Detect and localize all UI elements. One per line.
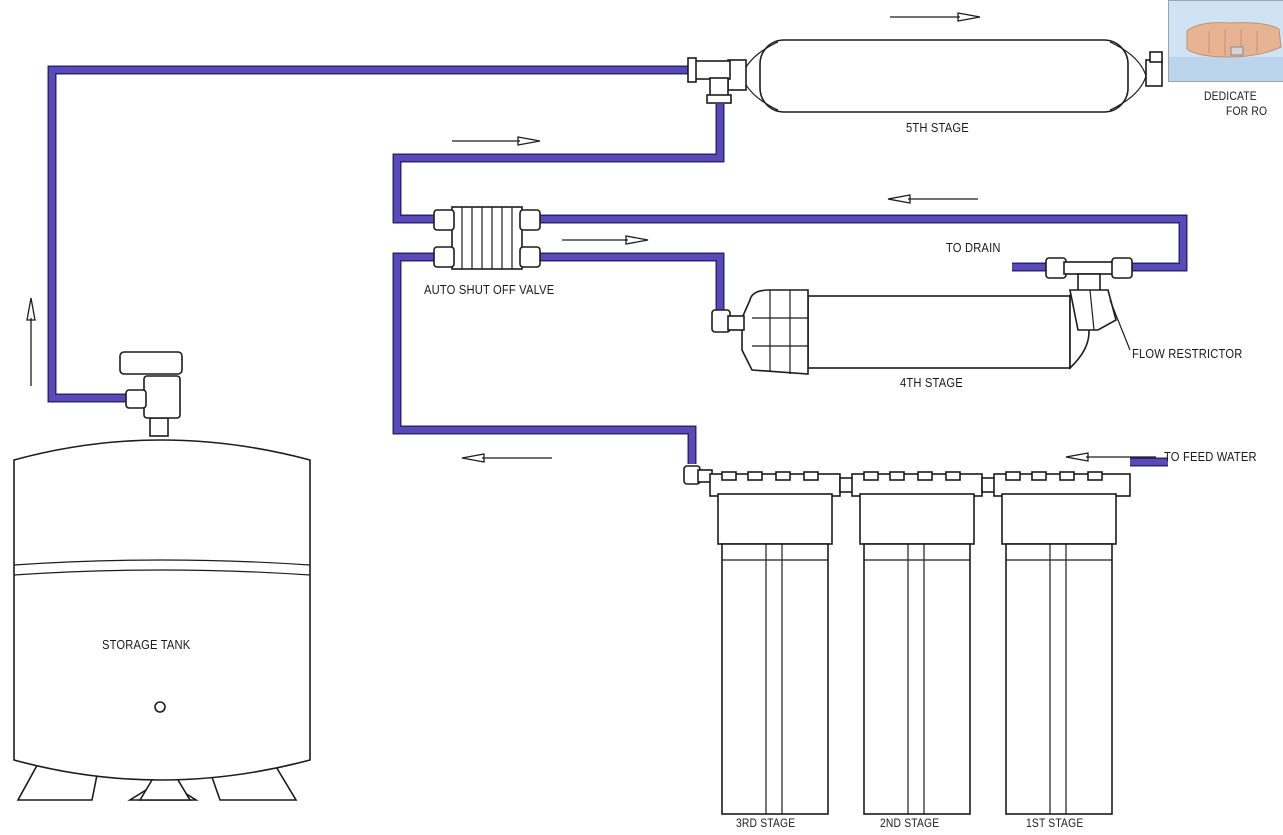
stage3-housing <box>710 472 840 814</box>
to-feed-water-label: TO FEED WATER <box>1164 449 1257 464</box>
faucet-photo <box>1168 0 1283 82</box>
stage1-label: 1ST STAGE <box>1026 816 1083 830</box>
tubing-lines <box>52 70 1183 464</box>
stage4-membrane <box>712 290 1089 374</box>
photo-caption-line2: FOR RO <box>1226 104 1267 118</box>
stage1-housing <box>994 472 1130 814</box>
tube-valve-to-stage5 <box>397 104 720 219</box>
auto-shut-off-valve-label: AUTO SHUT OFF VALVE <box>424 282 554 297</box>
tube-tank-to-stage5 <box>52 70 690 398</box>
stage5-filter <box>688 40 1162 112</box>
stage3-label: 3RD STAGE <box>736 816 795 830</box>
stage2-label: 2ND STAGE <box>880 816 939 830</box>
stage2-housing <box>852 472 982 814</box>
prefilter-housings <box>684 466 1130 814</box>
storage-tank-label: STORAGE TANK <box>102 637 190 652</box>
stage5-label: 5TH STAGE <box>906 120 969 135</box>
auto-shut-off-valve <box>434 207 540 269</box>
photo-caption-line1: DEDICATE <box>1204 89 1257 103</box>
to-drain-label: TO DRAIN <box>946 240 1001 255</box>
storage-tank <box>14 352 310 800</box>
flow-restrictor-label: FLOW RESTRICTOR <box>1132 346 1242 361</box>
tube-valve-to-stage4 <box>540 257 720 312</box>
stage4-label: 4TH STAGE <box>900 375 963 390</box>
